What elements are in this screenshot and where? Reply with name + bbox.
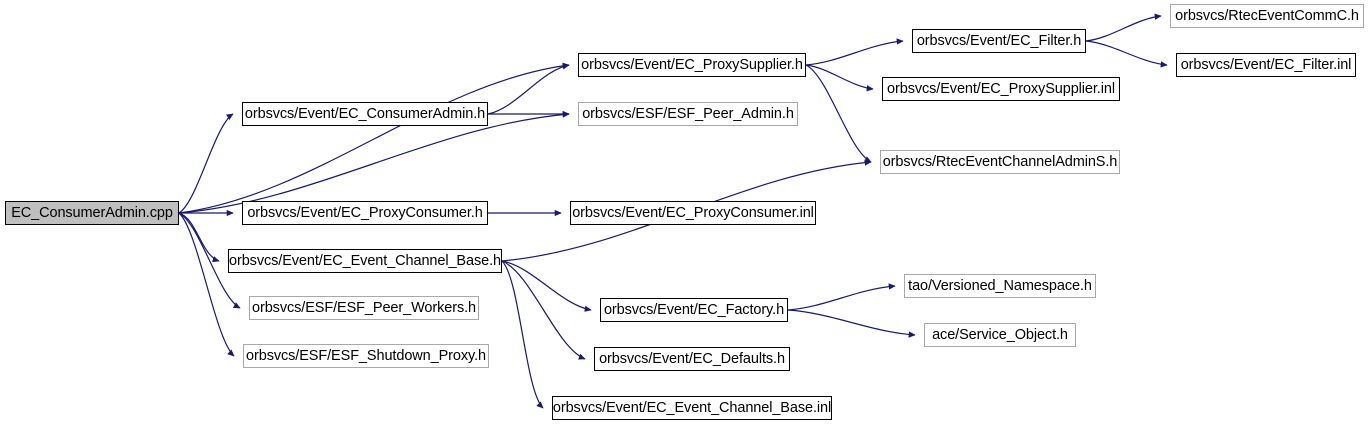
- graph-node-label: orbsvcs/Event/EC_Factory.h: [603, 301, 785, 318]
- graph-edge-root-to-shutdown_proxy_h: [178, 212, 235, 357]
- graph-node-peer_admin_h[interactable]: orbsvcs/ESF/ESF_Peer_Admin.h: [578, 102, 798, 126]
- graph-node-root[interactable]: EC_ConsumerAdmin.cpp: [5, 201, 179, 225]
- graph-node-consumeradmin_h[interactable]: orbsvcs/Event/EC_ConsumerAdmin.h: [242, 102, 488, 126]
- graph-node-shutdown_proxy_h[interactable]: orbsvcs/ESF/ESF_Shutdown_Proxy.h: [243, 344, 489, 368]
- graph-node-factory_h[interactable]: orbsvcs/Event/EC_Factory.h: [600, 298, 788, 322]
- graph-node-label: orbsvcs/ESF/ESF_Peer_Workers.h: [252, 299, 476, 316]
- graph-node-filter_inl[interactable]: orbsvcs/Event/EC_Filter.inl: [1176, 53, 1356, 77]
- graph-node-label: orbsvcs/Event/EC_Filter.inl: [1180, 56, 1352, 73]
- graph-edge-proxysupplier_h-to-proxysupplier_inl: [805, 64, 874, 92]
- graph-node-ecb_inl[interactable]: orbsvcs/Event/EC_Event_Channel_Base.inl: [552, 396, 832, 420]
- graph-node-label: orbsvcs/Event/EC_Event_Channel_Base.inl: [552, 399, 832, 416]
- graph-edge-ecb_h-to-defaults_h: [501, 260, 586, 360]
- graph-node-label: orbsvcs/ESF/ESF_Peer_Admin.h: [582, 105, 794, 122]
- graph-node-label: orbsvcs/RtecEventCommC.h: [1175, 7, 1359, 24]
- graph-node-service_object_h[interactable]: ace/Service_Object.h: [924, 323, 1076, 347]
- graph-edge-filter_h-to-rteceventcommc_h: [1085, 13, 1162, 42]
- graph-edge-ecb_h-to-factory_h: [501, 260, 592, 312]
- graph-edge-proxysupplier_h-to-rtecchanadmins_h: [805, 64, 872, 163]
- graph-node-filter_h[interactable]: orbsvcs/Event/EC_Filter.h: [912, 29, 1086, 53]
- graph-node-label: orbsvcs/Event/EC_ProxySupplier.inl: [887, 80, 1115, 97]
- graph-node-proxysupplier_inl[interactable]: orbsvcs/Event/EC_ProxySupplier.inl: [882, 77, 1120, 101]
- graph-node-ecb_h[interactable]: orbsvcs/Event/EC_Event_Channel_Base.h: [228, 249, 502, 273]
- graph-edge-root-to-consumeradmin_h: [178, 113, 234, 214]
- graph-node-label: orbsvcs/Event/EC_ProxyConsumer.inl: [572, 204, 814, 221]
- graph-node-rteceventcommc_h[interactable]: orbsvcs/RtecEventCommC.h: [1170, 4, 1364, 28]
- graph-node-defaults_h[interactable]: orbsvcs/Event/EC_Defaults.h: [594, 347, 790, 371]
- graph-edge-filter_h-to-filter_inl: [1085, 40, 1168, 68]
- graph-node-label: orbsvcs/Event/EC_ProxySupplier.h: [581, 56, 803, 73]
- graph-node-label: EC_ConsumerAdmin.cpp: [11, 204, 173, 221]
- graph-edge-proxysupplier_h-to-filter_h: [805, 38, 904, 66]
- graph-edge-ecb_h-to-ecb_inl: [501, 260, 544, 409]
- graph-node-label: orbsvcs/Event/EC_ConsumerAdmin.h: [244, 105, 486, 122]
- graph-node-label: ace/Service_Object.h: [932, 326, 1068, 343]
- graph-node-label: orbsvcs/Event/EC_Event_Channel_Base.h: [229, 252, 501, 269]
- graph-edge-root-to-proxysupplier_h: [178, 62, 570, 214]
- graph-node-label: orbsvcs/Event/EC_Filter.h: [916, 32, 1082, 49]
- graph-node-label: orbsvcs/Event/EC_Defaults.h: [599, 350, 785, 367]
- graph-node-label: tao/Versioned_Namespace.h: [908, 277, 1092, 294]
- graph-node-label: orbsvcs/RtecEventChannelAdminS.h: [882, 153, 1118, 170]
- graph-node-versioned_ns_h[interactable]: tao/Versioned_Namespace.h: [904, 274, 1096, 298]
- graph-node-label: orbsvcs/ESF/ESF_Shutdown_Proxy.h: [246, 347, 486, 364]
- graph-node-proxyconsumer_inl[interactable]: orbsvcs/Event/EC_ProxyConsumer.inl: [570, 201, 816, 225]
- graph-node-proxysupplier_h[interactable]: orbsvcs/Event/EC_ProxySupplier.h: [578, 53, 806, 77]
- graph-node-proxyconsumer_h[interactable]: orbsvcs/Event/EC_ProxyConsumer.h: [242, 201, 488, 225]
- graph-edge-factory_h-to-service_object_h: [787, 309, 916, 338]
- graph-node-peer_workers_h[interactable]: orbsvcs/ESF/ESF_Peer_Workers.h: [249, 296, 479, 320]
- graph-edge-consumeradmin_h-to-proxysupplier_h: [487, 63, 570, 115]
- graph-node-rtecchanadmins_h[interactable]: orbsvcs/RtecEventChannelAdminS.h: [880, 150, 1120, 174]
- graph-edge-factory_h-to-versioned_ns_h: [787, 283, 896, 311]
- graph-edge-root-to-peer_admin_h: [178, 111, 570, 214]
- graph-edge-root-to-ecb_h: [178, 212, 220, 263]
- graph-node-label: orbsvcs/Event/EC_ProxyConsumer.h: [247, 204, 483, 221]
